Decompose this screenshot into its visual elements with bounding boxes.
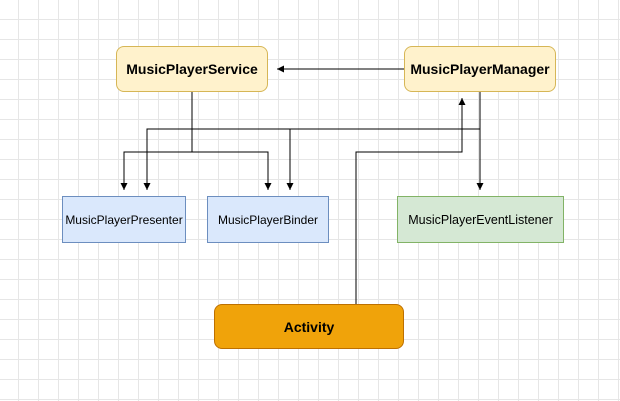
music-player-manager-node[interactable]: MusicPlayerManager xyxy=(404,46,556,92)
edge-manager-to-presenter xyxy=(143,92,481,190)
node-label: MusicPlayerPresenter xyxy=(65,212,183,227)
node-label: Activity xyxy=(283,318,335,335)
music-player-service-node[interactable]: MusicPlayerService xyxy=(116,46,268,92)
music-player-presenter-node[interactable]: MusicPlayerPresenter xyxy=(62,196,186,243)
edge-service-to-presenter xyxy=(120,92,193,190)
edge-activity-to-manager xyxy=(355,98,466,304)
music-player-event-listener-node[interactable]: MusicPlayerEventListener xyxy=(397,196,564,243)
node-label: MusicPlayerBinder xyxy=(217,212,319,227)
activity-node[interactable]: Activity xyxy=(214,304,404,349)
node-label: MusicPlayerEventListener xyxy=(408,212,553,227)
music-player-binder-node[interactable]: MusicPlayerBinder xyxy=(207,196,329,243)
node-label: MusicPlayerManager xyxy=(410,61,550,77)
node-label: MusicPlayerService xyxy=(126,61,258,77)
edge-service-to-binder xyxy=(192,151,272,190)
